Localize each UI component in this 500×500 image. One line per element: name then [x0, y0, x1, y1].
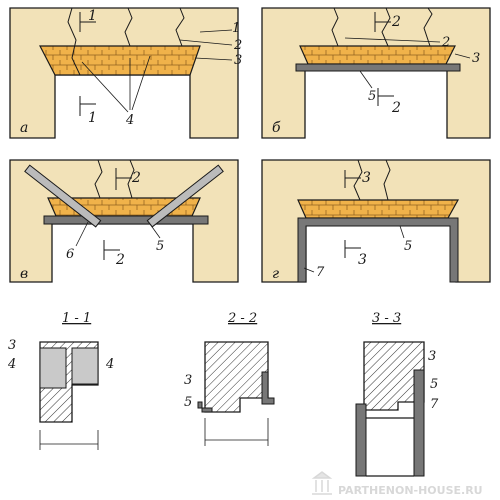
callout-g-5: 5	[404, 239, 412, 254]
section-title-3-3: 3 - 3	[372, 311, 401, 326]
cut-label-v-bottom: 2	[115, 252, 125, 268]
steel-frame-3-left	[355, 403, 367, 477]
watermark-text: PARTHENON-HOUSE.RU	[338, 484, 483, 497]
cut-label-b-bottom: 2	[391, 100, 401, 116]
cut-label-g-top: 3	[362, 170, 371, 186]
section-title-2-2: 2 - 2	[227, 311, 257, 326]
crack-a3	[175, 7, 185, 47]
lintel-a	[39, 45, 201, 76]
callout-b-3: 3	[472, 51, 480, 66]
steel-frame-g	[297, 217, 459, 283]
section-2-callout-3: 3	[184, 373, 192, 388]
steel-plate-b	[295, 63, 461, 72]
panel-v: 2 2 6 5 в	[9, 159, 239, 283]
panel-a: 1 1 1 2 3 4 а	[9, 7, 242, 139]
brace-right	[146, 164, 224, 228]
brace-left	[24, 164, 102, 228]
panel-b: 2 2 2 3 5 б	[261, 7, 491, 139]
callout-v-6: 6	[66, 247, 74, 262]
panel-letter-v: в	[20, 266, 28, 282]
frame-3-interior	[365, 417, 415, 477]
section-3-3: 3 - 3 3 5 7	[355, 311, 439, 477]
crack-a2	[124, 7, 133, 47]
cut-label-g-bottom: 3	[358, 252, 367, 268]
section-3-callout-7: 7	[430, 397, 439, 412]
panel-letter-b: б	[272, 120, 281, 136]
cut-label-a-top: 1	[88, 8, 97, 24]
section-2-callout-5: 5	[184, 395, 192, 410]
section-1-callout-4-left: 4	[7, 357, 16, 372]
cut-label-a-bottom: 1	[88, 110, 97, 126]
callout-g-7: 7	[316, 265, 325, 280]
section-3-callout-5: 5	[430, 377, 438, 392]
section-1-callout-4-right: 4	[105, 357, 114, 372]
section-2-2-body	[204, 341, 269, 413]
parthenon-logo-icon	[311, 471, 333, 495]
callout-a-4: 4	[125, 113, 134, 128]
section-2-2: 2 - 2 3 5	[184, 311, 275, 446]
board-1-left	[39, 347, 67, 389]
steel-angle-2-left	[197, 401, 213, 413]
cut-label-v-top: 2	[131, 170, 141, 186]
crack-g1	[353, 159, 363, 201]
section-3-callout-3: 3	[428, 349, 436, 364]
callout-a-2: 2	[233, 38, 242, 53]
section-1-1: 1 - 1 3 4 4	[7, 311, 114, 450]
panel-letter-g: г	[272, 266, 279, 282]
crack-v1	[94, 159, 103, 199]
callout-b-5: 5	[368, 89, 376, 104]
section-title-1-1: 1 - 1	[62, 311, 91, 326]
callout-a-3: 3	[234, 53, 242, 68]
lintel-g	[297, 199, 460, 219]
callout-b-2: 2	[441, 35, 450, 50]
panel-g: 3 3 5 7 г	[261, 159, 491, 283]
crack-b2	[381, 7, 391, 47]
crack-b3	[423, 7, 433, 47]
wall-b	[261, 7, 491, 139]
lintel-b	[299, 45, 456, 65]
callout-v-5: 5	[156, 239, 164, 254]
section-1-callout-3: 3	[8, 338, 16, 353]
crack-g2	[383, 159, 391, 201]
cut-label-b-top: 2	[391, 14, 401, 30]
crack-a1	[67, 7, 81, 76]
crack-b1	[331, 7, 339, 47]
steel-angle-2-right	[261, 371, 275, 405]
steel-frame-3-right	[413, 369, 425, 477]
callout-a-1: 1	[232, 21, 240, 36]
watermark: PARTHENON-HOUSE.RU	[311, 471, 483, 497]
board-1-right	[71, 347, 99, 385]
panel-letter-a: а	[20, 120, 28, 136]
crack-v2	[127, 159, 135, 199]
steel-plate-v	[43, 215, 209, 225]
